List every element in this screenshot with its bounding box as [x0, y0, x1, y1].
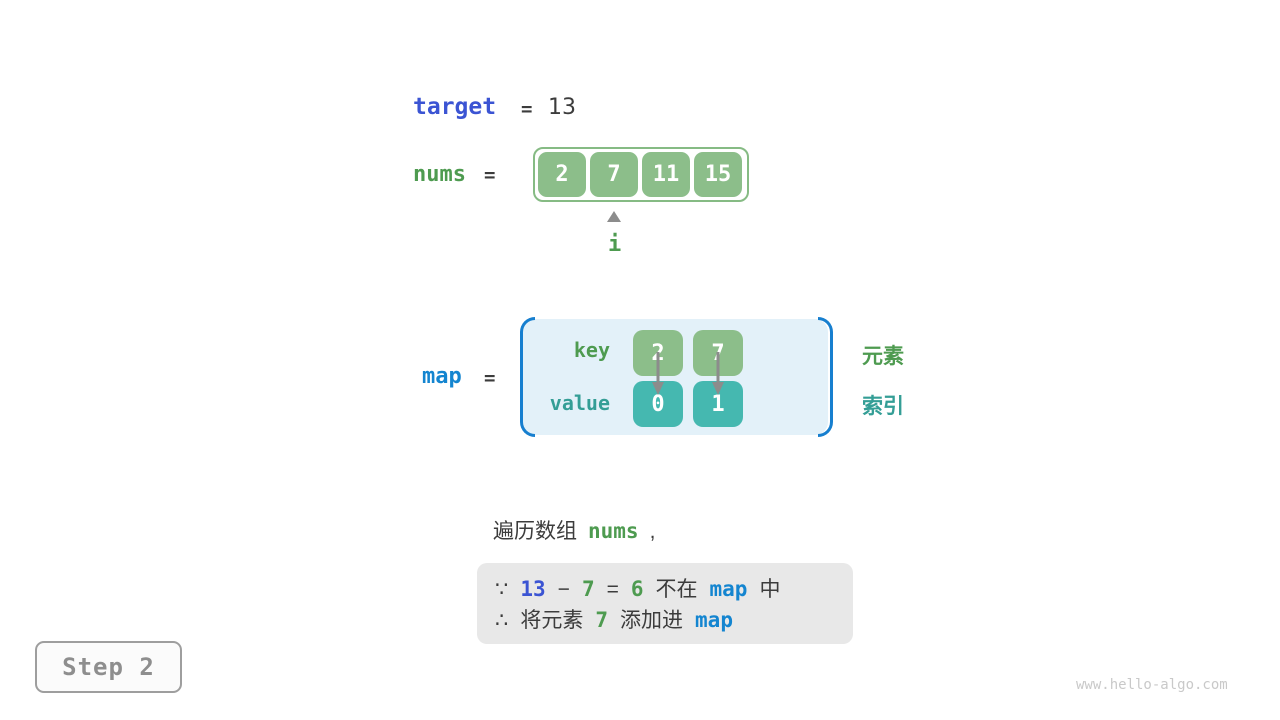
target-equals-sign: =	[521, 98, 533, 120]
note-added-value: 7	[595, 608, 609, 633]
map-bracket-left-icon	[520, 317, 535, 437]
map-equals-sign: =	[484, 367, 496, 389]
note-add-mid: 添加进	[620, 609, 684, 633]
note-map-ref: map	[695, 608, 733, 633]
key-to-value-arrow-icon	[712, 352, 724, 395]
caption: 遍历数组 nums ,	[493, 515, 655, 545]
caption-suffix: ,	[649, 520, 656, 543]
note-add-prefix: 将元素	[520, 609, 584, 633]
note-element-value: 7	[581, 576, 595, 601]
map-variable-label: map	[422, 364, 462, 389]
watermark: www.hello-algo.com	[1076, 677, 1228, 693]
target-value: 13	[548, 95, 576, 120]
nums-array: 2 7 11 15	[533, 147, 749, 202]
index-annotation: 索引	[862, 395, 904, 418]
minus-sign: −	[557, 577, 570, 601]
nums-equals-sign: =	[484, 164, 496, 186]
target-variable-label: target	[413, 94, 497, 120]
caption-code: nums	[588, 519, 639, 543]
because-symbol: ∵	[495, 577, 509, 601]
note-equals-sign: =	[606, 577, 619, 601]
note-line-1: ∵ 13 − 7 = 6 不在 map 中	[495, 573, 835, 603]
note-box: ∵ 13 − 7 = 6 不在 map 中 ∴ 将元素 7 添加进 map	[477, 563, 853, 644]
array-cell: 7	[590, 152, 638, 197]
therefore-symbol: ∴	[495, 609, 509, 633]
index-pointer-icon	[607, 211, 621, 222]
nums-variable-label: nums	[413, 162, 466, 187]
map-value-row-label: value	[549, 391, 610, 415]
note-in-suffix: 中	[759, 577, 781, 601]
index-pointer-label: i	[608, 232, 622, 257]
key-to-value-arrow-icon	[652, 352, 664, 395]
note-line-2: ∴ 将元素 7 添加进 map	[495, 604, 835, 634]
array-cell: 2	[538, 152, 586, 197]
note-not-in-text: 不在	[655, 577, 698, 601]
note-target-value: 13	[520, 576, 546, 601]
array-cell: 15	[694, 152, 742, 197]
caption-prefix: 遍历数组	[493, 520, 577, 543]
element-annotation: 元素	[862, 345, 904, 368]
map-bracket-right-icon	[818, 317, 833, 437]
array-cell: 11	[642, 152, 690, 197]
note-difference-value: 6	[630, 576, 644, 601]
note-map-ref: map	[709, 576, 748, 601]
map-key-row-label: key	[573, 338, 610, 362]
step-badge: Step 2	[35, 641, 182, 693]
